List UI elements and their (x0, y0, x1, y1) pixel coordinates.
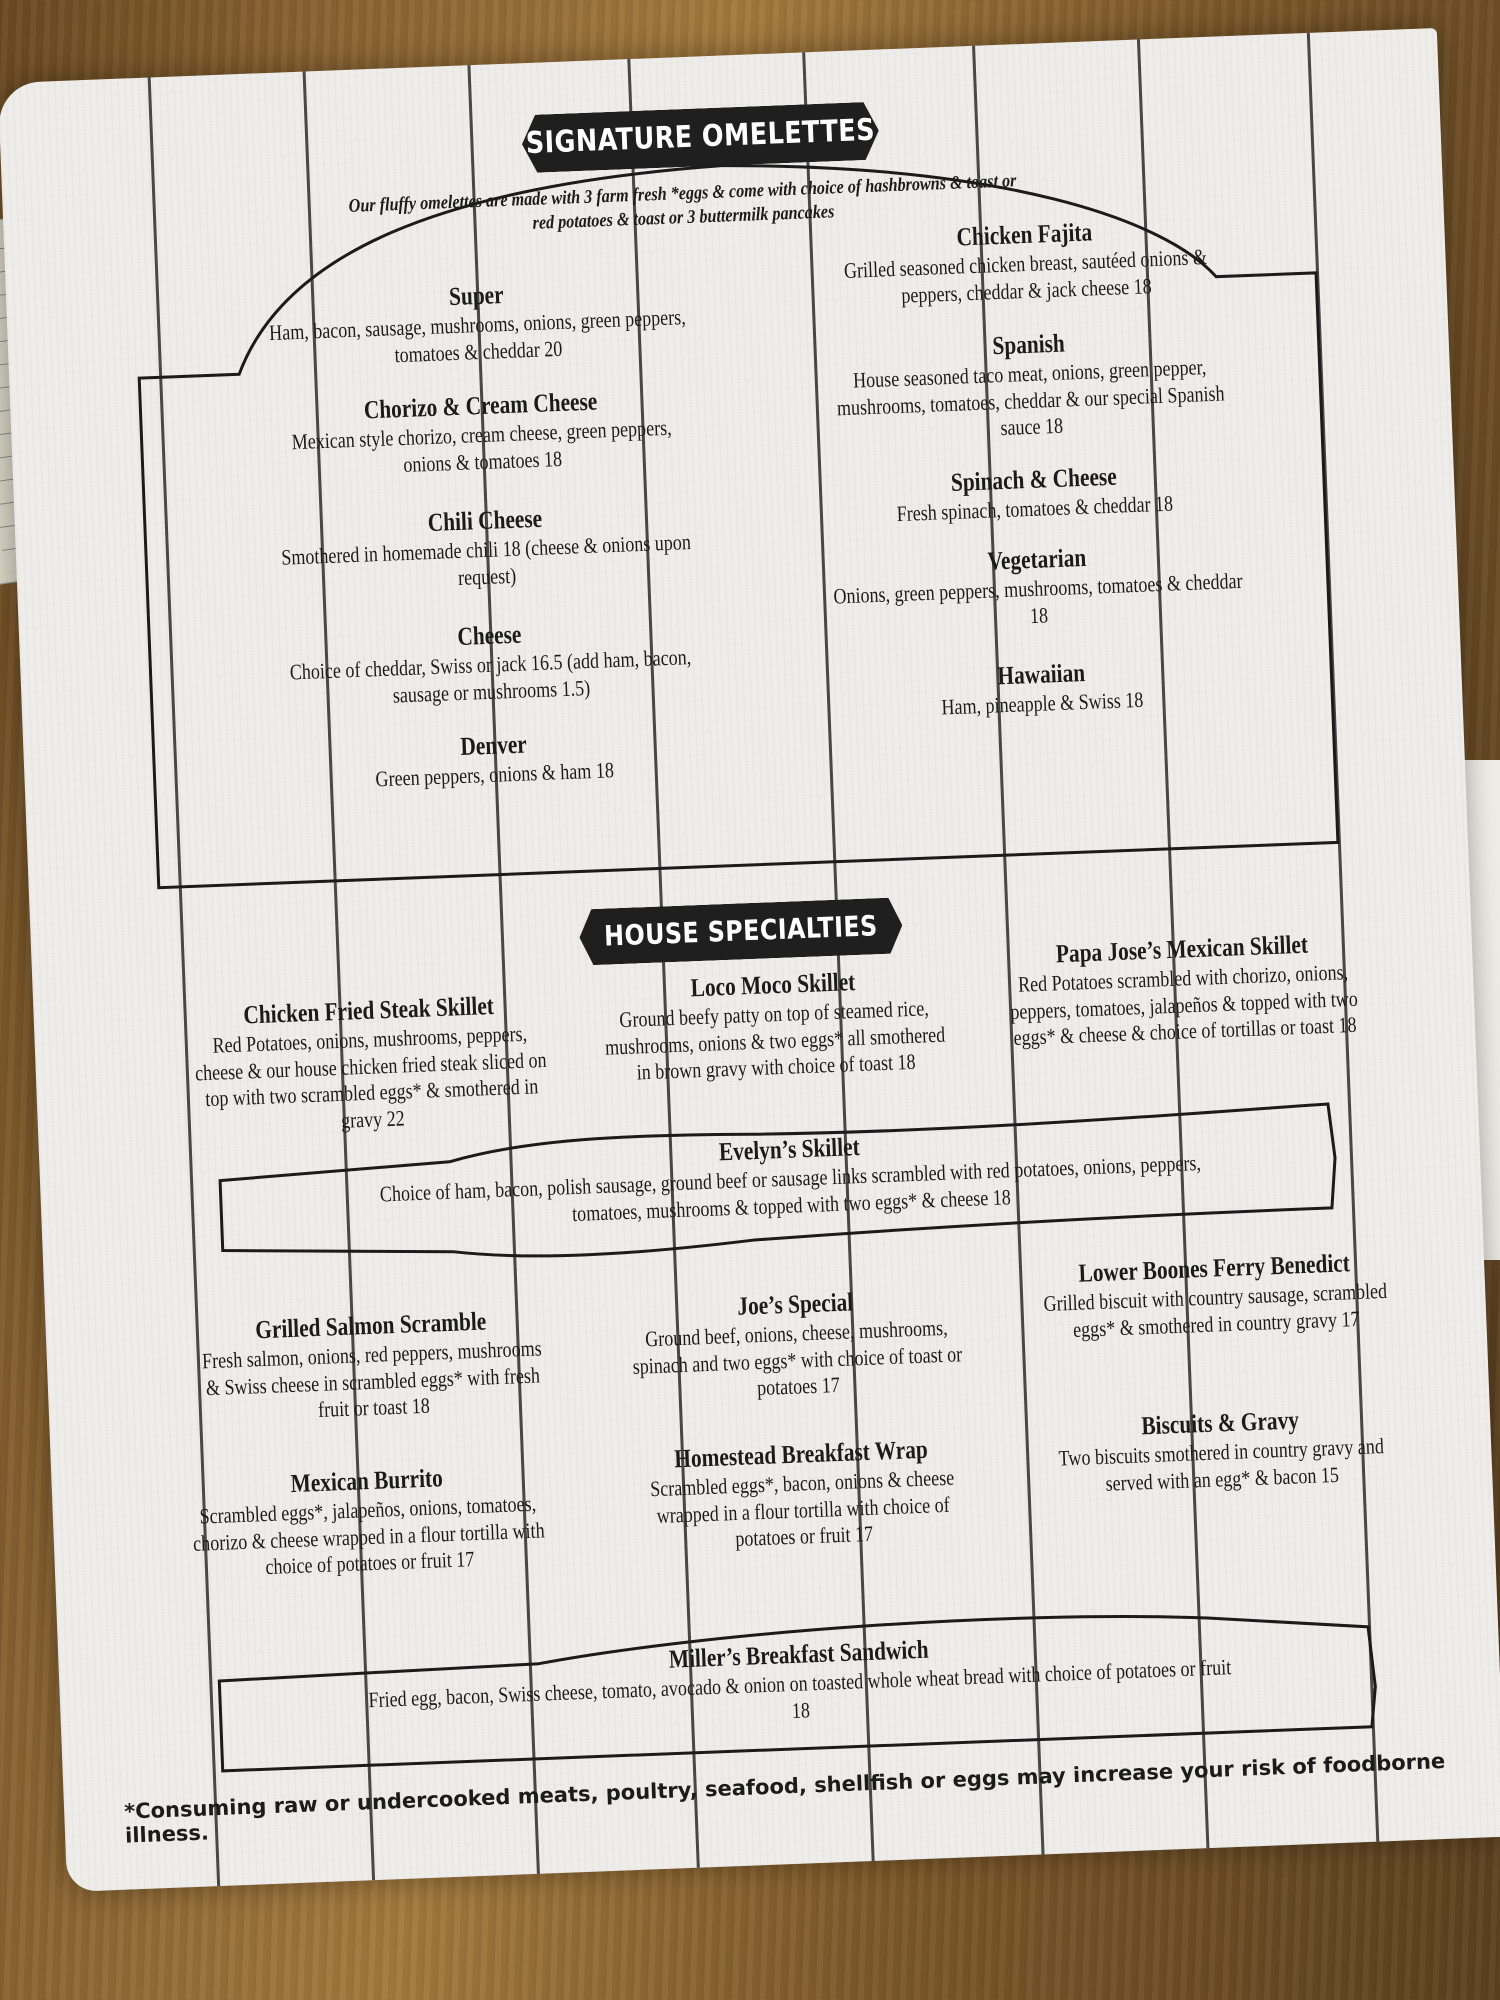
specialty-item: Homestead Breakfast Wrap Scrambled eggs*… (591, 1430, 1015, 1558)
item-description: Scrambled eggs*, jalapeños, onions, toma… (192, 1490, 546, 1580)
item-description: Scrambled eggs*, bacon, onions & cheese … (649, 1464, 955, 1552)
specialty-item: Lower Boones Ferry Benedict Grilled bisc… (994, 1244, 1437, 1346)
omelette-frame (137, 164, 1340, 890)
specialty-item: Mexican Burrito Scrambled eggs*, jalapeñ… (151, 1457, 585, 1586)
specialty-item: Papa Jose’s Mexican Skillet Red Potatoes… (961, 925, 1405, 1054)
item-description: House seasoned taco meat, onions, green … (836, 353, 1225, 441)
item-description: Fresh salmon, onions, red peppers, mushr… (201, 1335, 543, 1423)
specialty-item: Loco Moco Skillet Ground beefy patty on … (563, 961, 987, 1089)
menu-sheet: SIGNATURE OMELETTES Our fluffy omelettes… (0, 28, 1500, 1892)
item-description: Ground beef, onions, cheese, mushrooms, … (632, 1314, 963, 1401)
evelyns-skillet-frame (218, 1102, 1337, 1258)
specialty-item: Biscuits & Gravy Two biscuits smothered … (1010, 1399, 1433, 1500)
item-description: Red Potatoes, onions, mushrooms, peppers… (194, 1020, 547, 1134)
specialty-item: Grilled Salmon Scramble Fresh salmon, on… (155, 1302, 589, 1431)
item-description: Red Potatoes scrambled with chorizo, oni… (1009, 958, 1359, 1051)
item-description: Ground beefy patty on top of steamed ric… (604, 994, 946, 1085)
omelette-item: Spanish House seasoned taco meat, onions… (768, 319, 1292, 451)
specialty-item: Chicken Fried Steak Skillet Red Potatoes… (153, 987, 588, 1142)
specialty-item: Joe’s Special Ground beef, onions, chees… (585, 1281, 1009, 1409)
millers-sandwich-frame (217, 1615, 1377, 1773)
